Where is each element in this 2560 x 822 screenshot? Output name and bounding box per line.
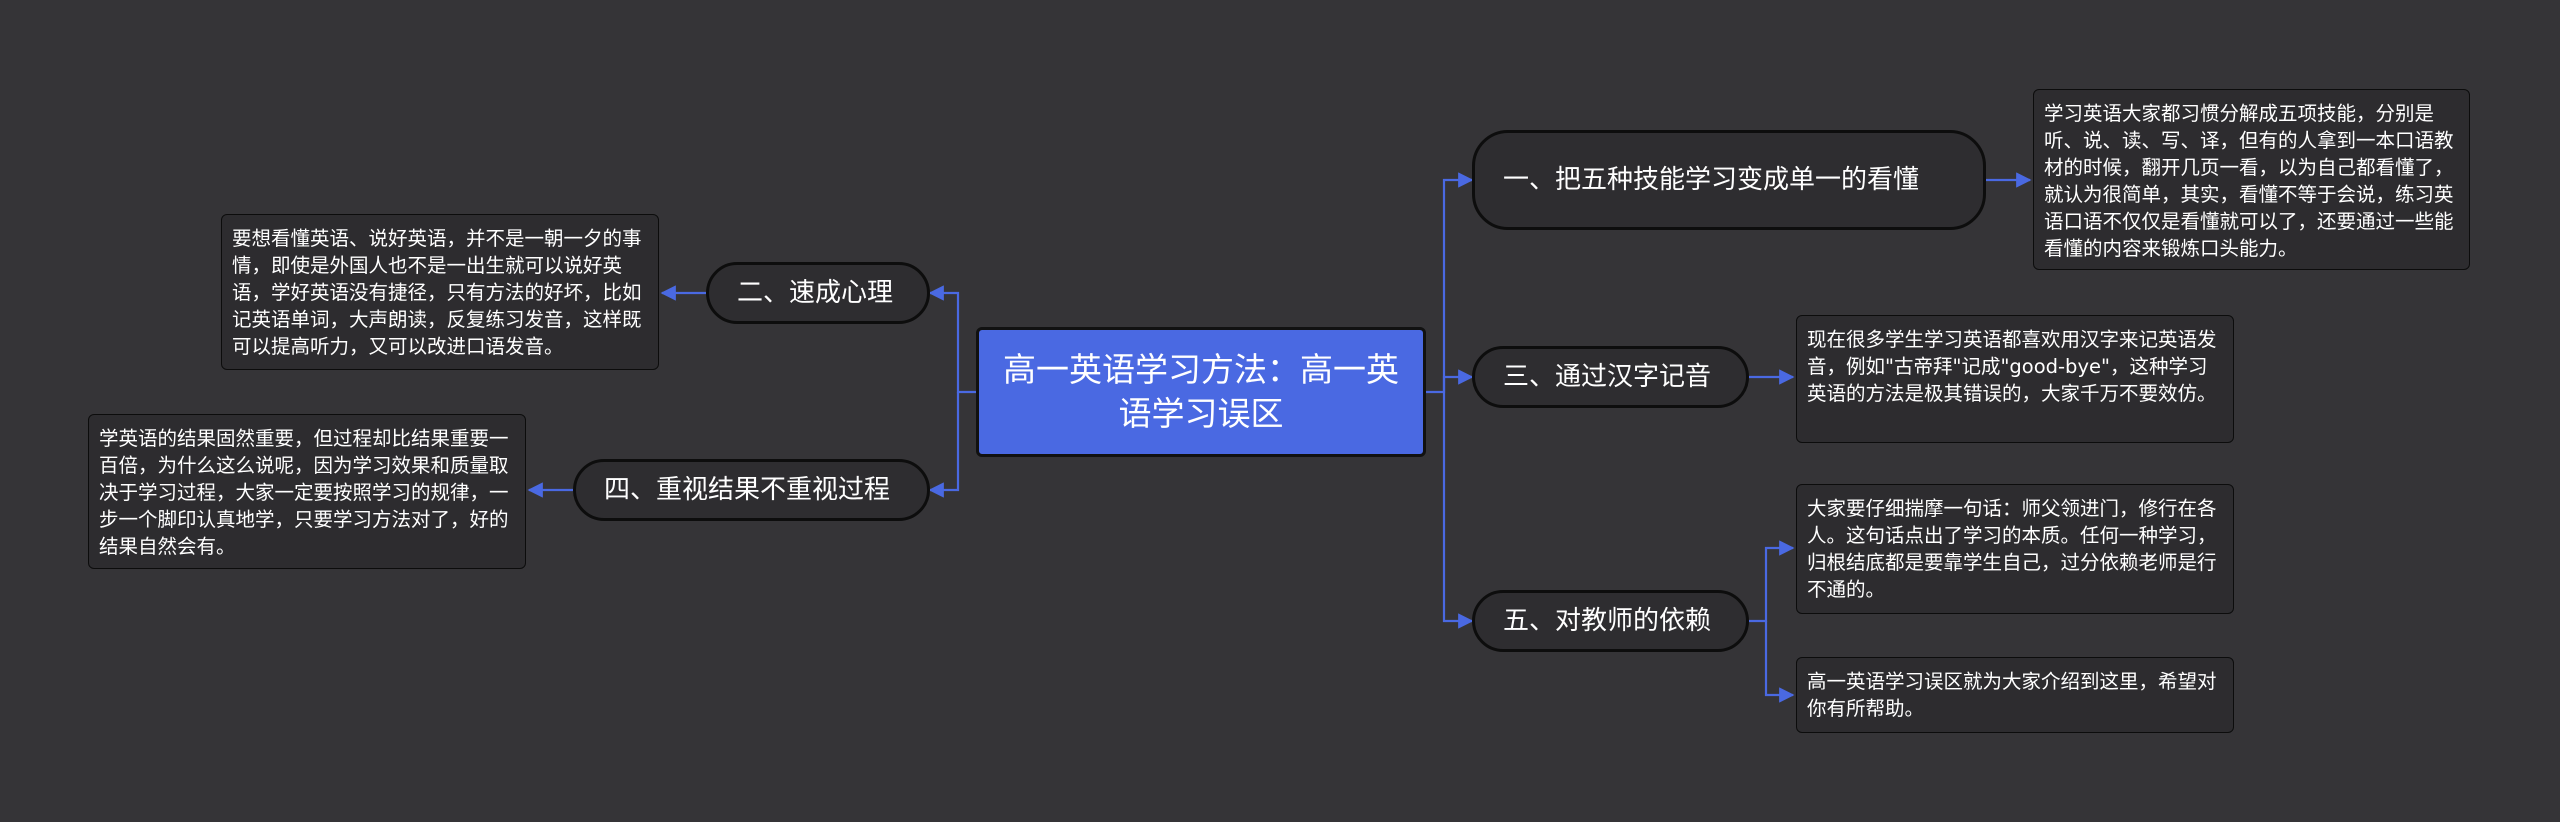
topic-2-label: 二、速成心理 bbox=[737, 278, 894, 308]
topic-1-label: 一、把五种技能学习变成单一的看懂 bbox=[1503, 165, 1920, 195]
topic-3[interactable]: 三、通过汉字记音 bbox=[1472, 346, 1749, 408]
topic-5[interactable]: 五、对教师的依赖 bbox=[1472, 590, 1749, 652]
leaf-note-3-text: 现在很多学生学习英语都喜欢用汉字来记英语发音，例如"古帝拜"记成"good-by… bbox=[1807, 328, 2217, 405]
connector-root-t1 bbox=[1426, 172, 1474, 394]
leaf-note-5b[interactable]: 高一英语学习误区就为大家介绍到这里，希望对你有所帮助。 bbox=[1796, 657, 2234, 733]
leaf-note-2[interactable]: 要想看懂英语、说好英语，并不是一朝一夕的事情，即使是外国人也不是一出生就可以说好… bbox=[221, 214, 659, 370]
topic-5-label: 五、对教师的依赖 bbox=[1503, 606, 1712, 636]
connector-root-t4 bbox=[928, 392, 960, 498]
leaf-note-1-text: 学习英语大家都习惯分解成五项技能，分别是听、说、读、写、译，但有的人拿到一本口语… bbox=[2044, 102, 2454, 260]
topic-1[interactable]: 一、把五种技能学习变成单一的看懂 bbox=[1472, 130, 1986, 230]
root-topic[interactable]: 高一英语学习方法：高一英语学习误区 bbox=[976, 327, 1426, 457]
connector-t5-l5a bbox=[1749, 540, 1795, 623]
root-topic-label: 高一英语学习方法：高一英语学习误区 bbox=[1003, 350, 1399, 433]
topic-4[interactable]: 四、重视结果不重视过程 bbox=[573, 459, 930, 521]
topic-2[interactable]: 二、速成心理 bbox=[706, 262, 930, 324]
connector-root-t3 bbox=[1442, 369, 1474, 392]
leaf-note-5a-text: 大家要仔细揣摩一句话：师父领进门，修行在各人。这句话点出了学习的本质。任何一种学… bbox=[1807, 497, 2217, 601]
connector-root-t5 bbox=[1442, 392, 1474, 629]
leaf-note-1[interactable]: 学习英语大家都习惯分解成五项技能，分别是听、说、读、写、译，但有的人拿到一本口语… bbox=[2033, 89, 2470, 270]
leaf-note-4-text: 学英语的结果固然重要，但过程却比结果重要一百倍，为什么这么说呢，因为学习效果和质… bbox=[99, 427, 509, 558]
connector-t5-l5b bbox=[1764, 621, 1795, 703]
leaf-note-5b-text: 高一英语学习误区就为大家介绍到这里，希望对你有所帮助。 bbox=[1807, 670, 2217, 720]
leaf-note-4[interactable]: 学英语的结果固然重要，但过程却比结果重要一百倍，为什么这么说呢，因为学习效果和质… bbox=[88, 414, 526, 569]
topic-4-label: 四、重视结果不重视过程 bbox=[604, 475, 891, 505]
connector-root-t2 bbox=[928, 285, 976, 394]
leaf-note-3[interactable]: 现在很多学生学习英语都喜欢用汉字来记英语发音，例如"古帝拜"记成"good-by… bbox=[1796, 315, 2234, 443]
topic-3-label: 三、通过汉字记音 bbox=[1503, 362, 1712, 392]
leaf-note-5a[interactable]: 大家要仔细揣摩一句话：师父领进门，修行在各人。这句话点出了学习的本质。任何一种学… bbox=[1796, 484, 2234, 614]
leaf-note-2-text: 要想看懂英语、说好英语，并不是一朝一夕的事情，即使是外国人也不是一出生就可以说好… bbox=[232, 227, 642, 358]
